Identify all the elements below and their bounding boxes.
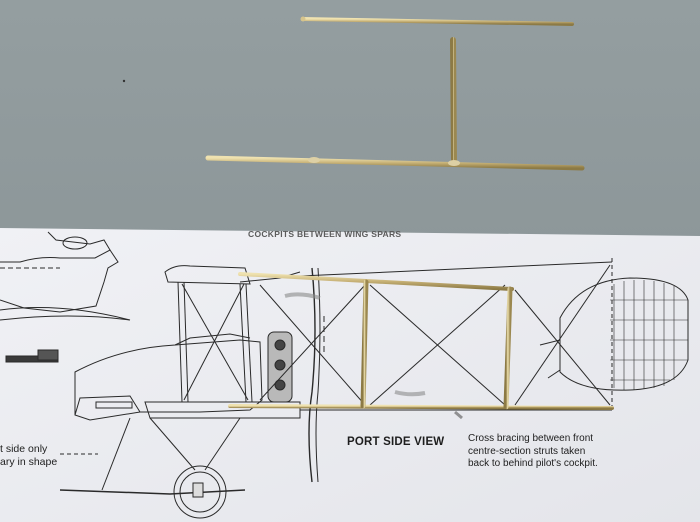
note-line: t side only — [0, 443, 48, 455]
caption-line: Cross bracing between front — [468, 433, 594, 444]
solder-joint — [308, 157, 320, 163]
interplane-strut — [183, 281, 189, 403]
speck — [122, 79, 126, 83]
aircraft-drawing — [0, 231, 689, 519]
detail-drawing — [47, 231, 111, 251]
undercarriage-strut — [101, 417, 131, 491]
rudder — [559, 277, 689, 391]
upper-longeron-rod — [238, 272, 514, 291]
front-strut-rod — [360, 279, 369, 409]
bracing-wire — [514, 289, 611, 406]
rod-end — [300, 16, 306, 22]
smudge — [394, 390, 426, 397]
bracing-wire — [369, 284, 506, 406]
tailplane — [539, 339, 561, 379]
note-line: ary in shape — [0, 455, 58, 468]
wheel — [173, 465, 227, 519]
interplane-strut — [177, 281, 183, 403]
lower-longeron-rod — [228, 404, 614, 410]
solder-joint — [448, 160, 460, 166]
rear-strut-rod — [503, 286, 513, 410]
interplane-strut — [245, 283, 253, 403]
interplane-strut — [239, 283, 247, 403]
bracing-wire — [259, 284, 366, 406]
bracing-wire — [183, 283, 245, 401]
bracing-caption: Cross bracing between front centre-secti… — [468, 433, 668, 471]
fuselage — [174, 333, 251, 346]
caption-line: centre-section struts taken — [468, 445, 586, 457]
machine-gun — [37, 349, 59, 361]
smudge — [454, 410, 463, 420]
bracing-wire — [259, 284, 366, 401]
fuselage — [74, 339, 263, 421]
drawing-header-text: COCKPITS BETWEEN WING SPARS — [248, 229, 402, 239]
fuselage — [74, 395, 141, 416]
wheel-rim — [179, 471, 221, 513]
left-side-note: t side only ary in shape — [0, 443, 57, 469]
rudder-hatching — [610, 280, 688, 390]
undercarriage-strut — [204, 417, 241, 471]
paper-sheet — [0, 228, 700, 522]
port-side-view-label: PORT SIDE VIEW — [347, 436, 445, 448]
drawing-brass-rods — [228, 272, 614, 410]
tail-boom — [299, 261, 613, 277]
bracing-wire — [181, 283, 249, 401]
propeller — [308, 267, 316, 483]
engine-cylinder — [274, 339, 286, 351]
top-brass-rod — [301, 17, 574, 26]
right-strut-rod — [450, 37, 457, 165]
caption-line: back to behind pilot's cockpit. — [468, 458, 598, 470]
engine-cylinder — [274, 359, 286, 371]
engine-cylinder — [274, 379, 286, 391]
propeller — [315, 267, 321, 483]
detail-drawing — [62, 236, 88, 250]
detail-drawing — [0, 249, 119, 313]
bottom-brass-rod — [205, 155, 585, 171]
upper-wing — [164, 265, 251, 285]
smudge — [284, 292, 321, 300]
wheel-hub — [192, 482, 204, 498]
detail-drawing — [0, 307, 131, 321]
loose-brass-rods — [122, 16, 585, 171]
fuselage-detail — [95, 401, 133, 409]
lower-wing — [144, 401, 301, 419]
bracing-wire — [514, 264, 611, 406]
undercarriage-strut — [149, 417, 196, 471]
